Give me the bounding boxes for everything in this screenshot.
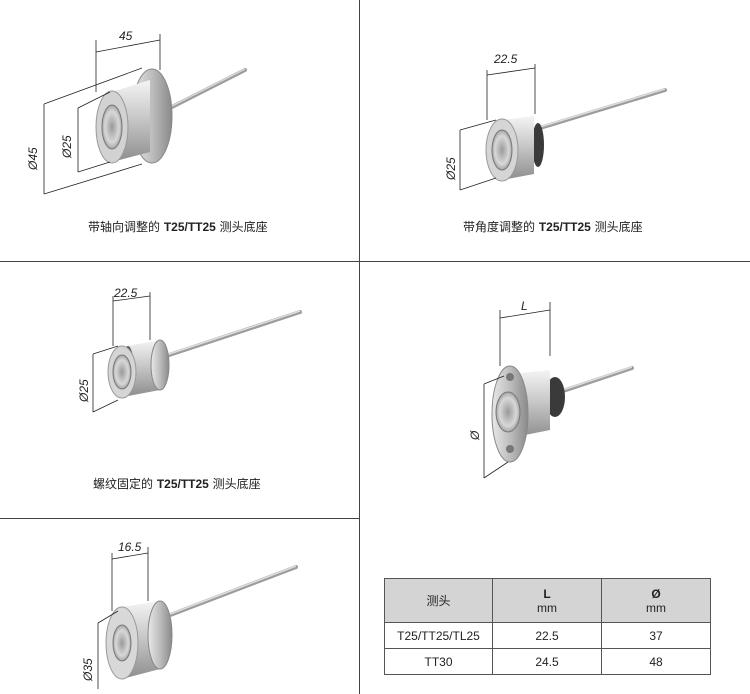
p1-dim-inner-diameter: Ø25 <box>60 135 74 159</box>
flange-mount-drawing: L Ø <box>468 299 634 479</box>
table-row: T25/TT25/TL25 22.5 37 <box>384 622 711 649</box>
p5-dim-length: 16.5 <box>118 540 142 554</box>
p1-caption: 带轴向调整的 T25/TT25 测头底座 <box>88 220 268 234</box>
grid-divider-horizontal-2 <box>0 518 360 519</box>
header-length: L mm <box>492 578 602 623</box>
header-diameter: Ø mm <box>601 578 711 623</box>
header-probe: 测头 <box>384 578 493 623</box>
p3-caption: 螺纹固定的 T25/TT25 测头底座 <box>93 477 261 491</box>
p3-dim-length: 22.5 <box>113 286 138 300</box>
panel-angle-adjust: 22.5 Ø25 带角度调整的 T25/TT25 测头底座 <box>360 0 750 261</box>
p1-dim-outer-diameter: Ø45 <box>26 147 40 171</box>
cell-length: 22.5 <box>492 622 602 649</box>
p1-dim-length: 45 <box>119 29 133 43</box>
p2-caption: 带角度调整的 T25/TT25 测头底座 <box>463 220 643 234</box>
p5-dim-diameter: Ø35 <box>81 658 95 682</box>
panel-flange-mount: L Ø <box>360 262 750 562</box>
cell-probe: TT30 <box>384 648 493 675</box>
spec-table: 测头 L mm Ø mm T25/TT25/TL25 22.5 37 TT30 … <box>384 578 711 675</box>
p4-dim-diameter: Ø <box>468 430 482 441</box>
cell-length: 24.5 <box>492 648 602 675</box>
panel-axial-adjust: 45 Ø45 Ø25 带轴向调整的 T25/TT25 测头底座 <box>0 0 359 261</box>
p2-dim-diameter: Ø25 <box>444 157 458 181</box>
grid-divider-horizontal-1 <box>0 261 750 262</box>
fixed-mount-drawing: 16.5 Ø35 <box>81 540 298 689</box>
cell-diameter: 37 <box>601 622 711 649</box>
cell-diameter: 48 <box>601 648 711 675</box>
table-row: TT30 24.5 48 <box>384 648 711 675</box>
grid-divider-vertical <box>359 0 360 694</box>
axial-adjust-drawing: 45 Ø45 Ø25 <box>26 29 247 195</box>
p4-dim-length: L <box>521 299 528 313</box>
angle-adjust-drawing: 22.5 Ø25 <box>444 52 667 191</box>
threaded-mount-drawing: 22.5 Ø25 <box>77 286 302 413</box>
p3-dim-diameter: Ø25 <box>77 379 91 403</box>
cell-probe: T25/TT25/TL25 <box>384 622 493 649</box>
panel-threaded-mount: 22.5 Ø25 螺纹固定的 T25/TT25 测头底座 <box>0 262 359 518</box>
panel-fixed-mount: 16.5 Ø35 <box>0 519 359 694</box>
p2-dim-length: 22.5 <box>493 52 518 66</box>
